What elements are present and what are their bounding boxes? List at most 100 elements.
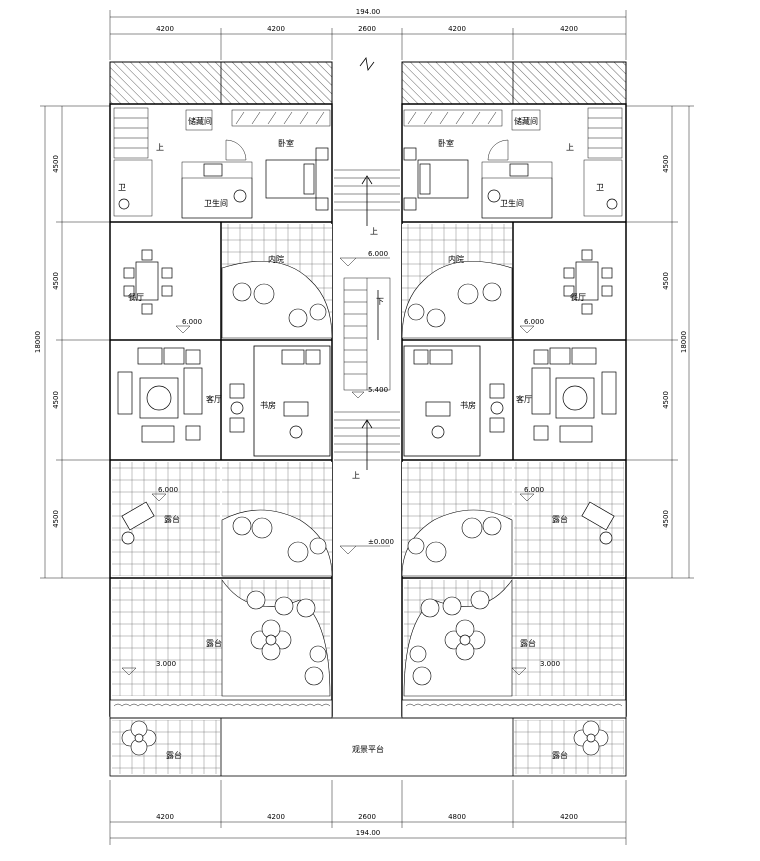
dim-top-1: 4200 [156, 25, 174, 33]
dim-right-1: 4500 [662, 155, 670, 173]
room-label-bath-right: 卫生间 [500, 198, 524, 208]
toilet-left [113, 159, 153, 217]
room-label-living-left: 客厅 [206, 394, 222, 404]
dim-right-2: 4500 [662, 272, 670, 290]
level-big-terrace-right: 3.000 [540, 660, 560, 668]
trees-upper-right [407, 282, 502, 328]
flower-pot-right [573, 720, 609, 756]
dining-table-left [123, 249, 173, 315]
dim-bottom-overall: 194.00 [356, 829, 381, 837]
room-label-dining-right: 餐厅 [570, 293, 586, 302]
central-stair-mid [343, 277, 391, 391]
stair-label-up-1: 上 [156, 143, 164, 152]
dim-bottom-1: 4200 [156, 813, 174, 821]
room-label-courtyard-left: 内院 [268, 254, 284, 264]
left-dimensions: 18000 4500 4500 4500 4500 [34, 105, 110, 579]
small-terrace-tile-right [514, 720, 624, 774]
room-label-living-right: 客厅 [516, 394, 532, 404]
dim-right-3: 4500 [662, 391, 670, 409]
stair-top-left [113, 107, 149, 159]
room-label-terrace-left: 露台 [164, 514, 180, 524]
level-dining-left: 6.000 [182, 318, 202, 326]
bed-left [265, 147, 329, 211]
wardrobe-right [511, 109, 541, 131]
study-left [253, 345, 331, 457]
room-label-courtyard-right: 内院 [448, 254, 464, 264]
room-label-study-right: 书房 [460, 400, 476, 410]
flower-planter-left [246, 590, 327, 686]
room-label-big-terrace-left: 露台 [206, 638, 222, 648]
room-label-small-terrace-right: 露台 [552, 750, 568, 760]
level-dining-right: 6.000 [524, 318, 544, 326]
closet-right [403, 109, 503, 127]
dim-bottom-5: 4200 [560, 813, 578, 821]
central-stair-lower [334, 411, 400, 470]
toilet-right [583, 159, 623, 217]
dim-bottom-3: 2600 [358, 813, 376, 821]
study-furniture-left [229, 349, 321, 439]
room-label-small-terrace-left: 露台 [166, 750, 182, 760]
study-right [403, 345, 481, 457]
room-label-bedroom-left: 卧室 [278, 138, 294, 148]
dim-left-1: 4500 [52, 155, 60, 173]
room-label-big-terrace-right: 露台 [520, 638, 536, 648]
dim-top-5: 4200 [560, 25, 578, 33]
dim-right-4: 4500 [662, 510, 670, 528]
room-label-toilet-right: 卫 [596, 183, 604, 192]
trees-upper-left [232, 282, 327, 328]
level-ground: ±0.000 [368, 538, 394, 546]
dim-left-2: 4500 [52, 272, 60, 290]
level-terrace-right: 6.000 [524, 486, 544, 494]
right-dimensions: 4500 4500 4500 4500 18000 [626, 105, 694, 579]
bath-left [181, 161, 253, 219]
stair-label-up-2: 上 [566, 143, 574, 152]
bottom-platform [109, 717, 627, 777]
break-mark [359, 57, 375, 71]
dim-top-overall: 194.00 [356, 8, 381, 16]
dim-left-4: 4500 [52, 510, 60, 528]
dim-bottom-4: 4800 [448, 813, 466, 821]
dim-top-3: 2600 [358, 25, 376, 33]
room-label-bedroom-right: 卧室 [438, 138, 454, 148]
bath-right [481, 161, 553, 219]
stair-top-right [587, 107, 623, 159]
bottom-dimensions: 4200 4200 2600 4800 4200 194.00 [109, 780, 627, 845]
living-set-left [117, 347, 203, 443]
flower-planter-right [409, 590, 490, 686]
room-label-wardrobe-left: 储藏间 [188, 116, 212, 126]
room-label-study-left: 书房 [260, 400, 276, 410]
central-stair-upper [334, 169, 400, 226]
flower-pot-left [121, 720, 157, 756]
bed-right [403, 147, 469, 211]
trees-lower-right [407, 516, 502, 563]
hedge-band-right [401, 699, 627, 719]
closet-left [231, 109, 331, 127]
lounger-left [121, 501, 155, 545]
stair-label-up-4: 上 [352, 471, 360, 480]
level-terrace-left: 6.000 [158, 486, 178, 494]
dim-left-3: 4500 [52, 391, 60, 409]
dim-top-2: 4200 [267, 25, 285, 33]
lounger-right [581, 501, 615, 545]
trees-lower-left [232, 516, 327, 563]
room-label-terrace-right: 露台 [552, 514, 568, 524]
room-label-entry-platform: 观景平台 [352, 744, 384, 754]
roof-band-right [401, 61, 627, 105]
room-label-toilet-left: 卫 [118, 183, 126, 192]
small-terrace-tile-left [112, 720, 220, 774]
level-marker-mid [351, 391, 365, 399]
dim-left-overall: 18000 [34, 331, 42, 353]
room-label-dining-left: 餐厅 [128, 293, 144, 302]
top-dimensions: 194.00 4200 4200 2600 4200 4200 [109, 8, 627, 60]
dining-table-right [563, 249, 613, 315]
level-marker-ground [339, 545, 357, 555]
level-marker-upper [339, 257, 357, 267]
dim-top-4: 4200 [448, 25, 466, 33]
stair-label-up-3: 上 [370, 227, 378, 236]
wardrobe-left [185, 109, 213, 131]
dim-bottom-2: 4200 [267, 813, 285, 821]
stair-label-down: 下 [376, 297, 384, 306]
level-landing-mid: 5.400 [368, 386, 388, 394]
room-label-wardrobe-right: 储藏间 [514, 116, 538, 126]
